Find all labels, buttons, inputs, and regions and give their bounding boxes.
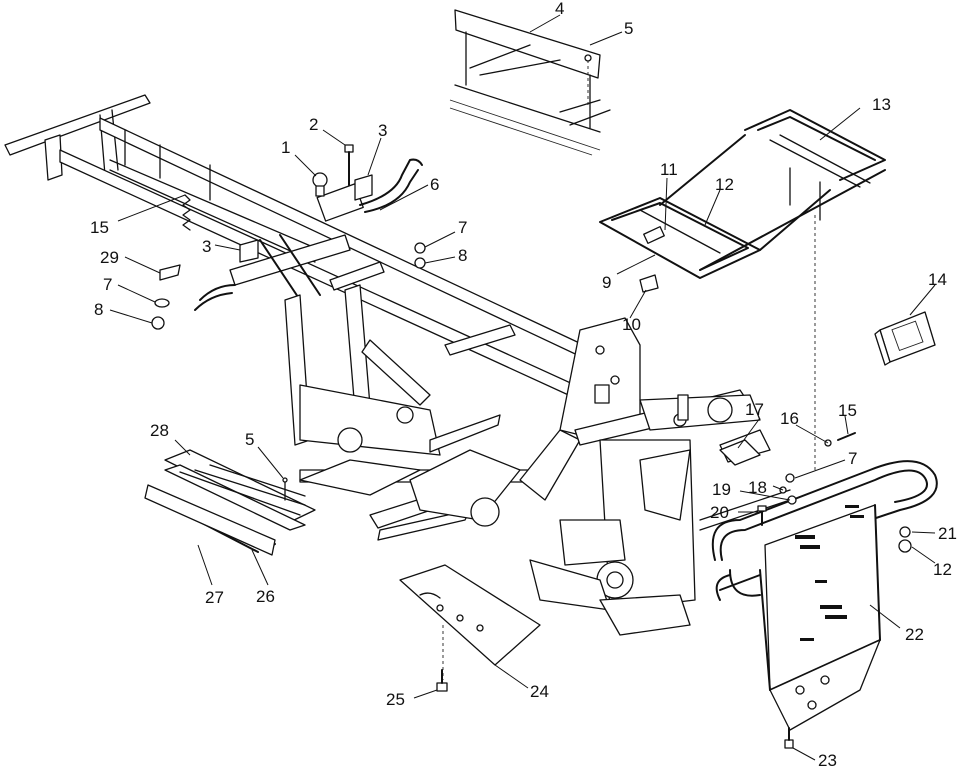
callout-7a: 7 [458,218,467,237]
hardware [151,144,912,749]
callout-9: 9 [602,273,611,292]
callout-16: 16 [780,409,799,428]
callout-1: 1 [281,138,290,157]
callout-5a: 5 [624,19,633,38]
callout-12b: 12 [933,560,952,579]
callout-6: 6 [430,175,439,194]
callout-7c: 7 [848,449,857,468]
callout-12a: 12 [715,175,734,194]
callout-8a: 8 [458,246,467,265]
callout-23: 23 [818,751,837,769]
callout-3a: 3 [378,121,387,140]
callout-19: 19 [712,480,731,499]
left-footrest-assembly [144,449,316,556]
leader-lines [109,14,936,761]
callout-8b: 8 [94,300,103,319]
callout-24: 24 [530,682,549,701]
callout-11: 11 [660,160,678,179]
callout-25: 25 [386,690,405,709]
callout-10: 10 [622,315,641,334]
callout-20: 20 [710,503,729,522]
callout-22: 22 [905,625,924,644]
rear-rack [599,109,886,470]
callout-15b: 15 [838,401,857,420]
taillight [874,311,936,366]
callout-21: 21 [938,524,957,543]
callout-26: 26 [256,587,275,606]
rear-bumper [711,460,938,731]
callout-4: 4 [555,0,564,18]
callout-15a: 15 [90,218,109,237]
callout-3b: 3 [202,237,211,256]
main-frame [4,94,791,636]
top-bracket-inset [449,9,611,156]
callout-labels: 1 2 3 3 4 5 5 6 7 7 7 7 8 8 9 10 11 12 1… [90,0,957,769]
callout-27: 27 [205,588,224,607]
callout-13: 13 [872,95,891,114]
callout-14: 14 [928,270,947,289]
callout-7b: 7 [103,275,112,294]
callout-29: 29 [100,248,119,267]
callout-2: 2 [309,115,318,134]
skid-plate [399,564,541,680]
callout-17: 17 [745,400,764,419]
callout-18: 18 [748,478,767,497]
callout-5b: 5 [245,430,254,449]
callout-28: 28 [150,421,169,440]
